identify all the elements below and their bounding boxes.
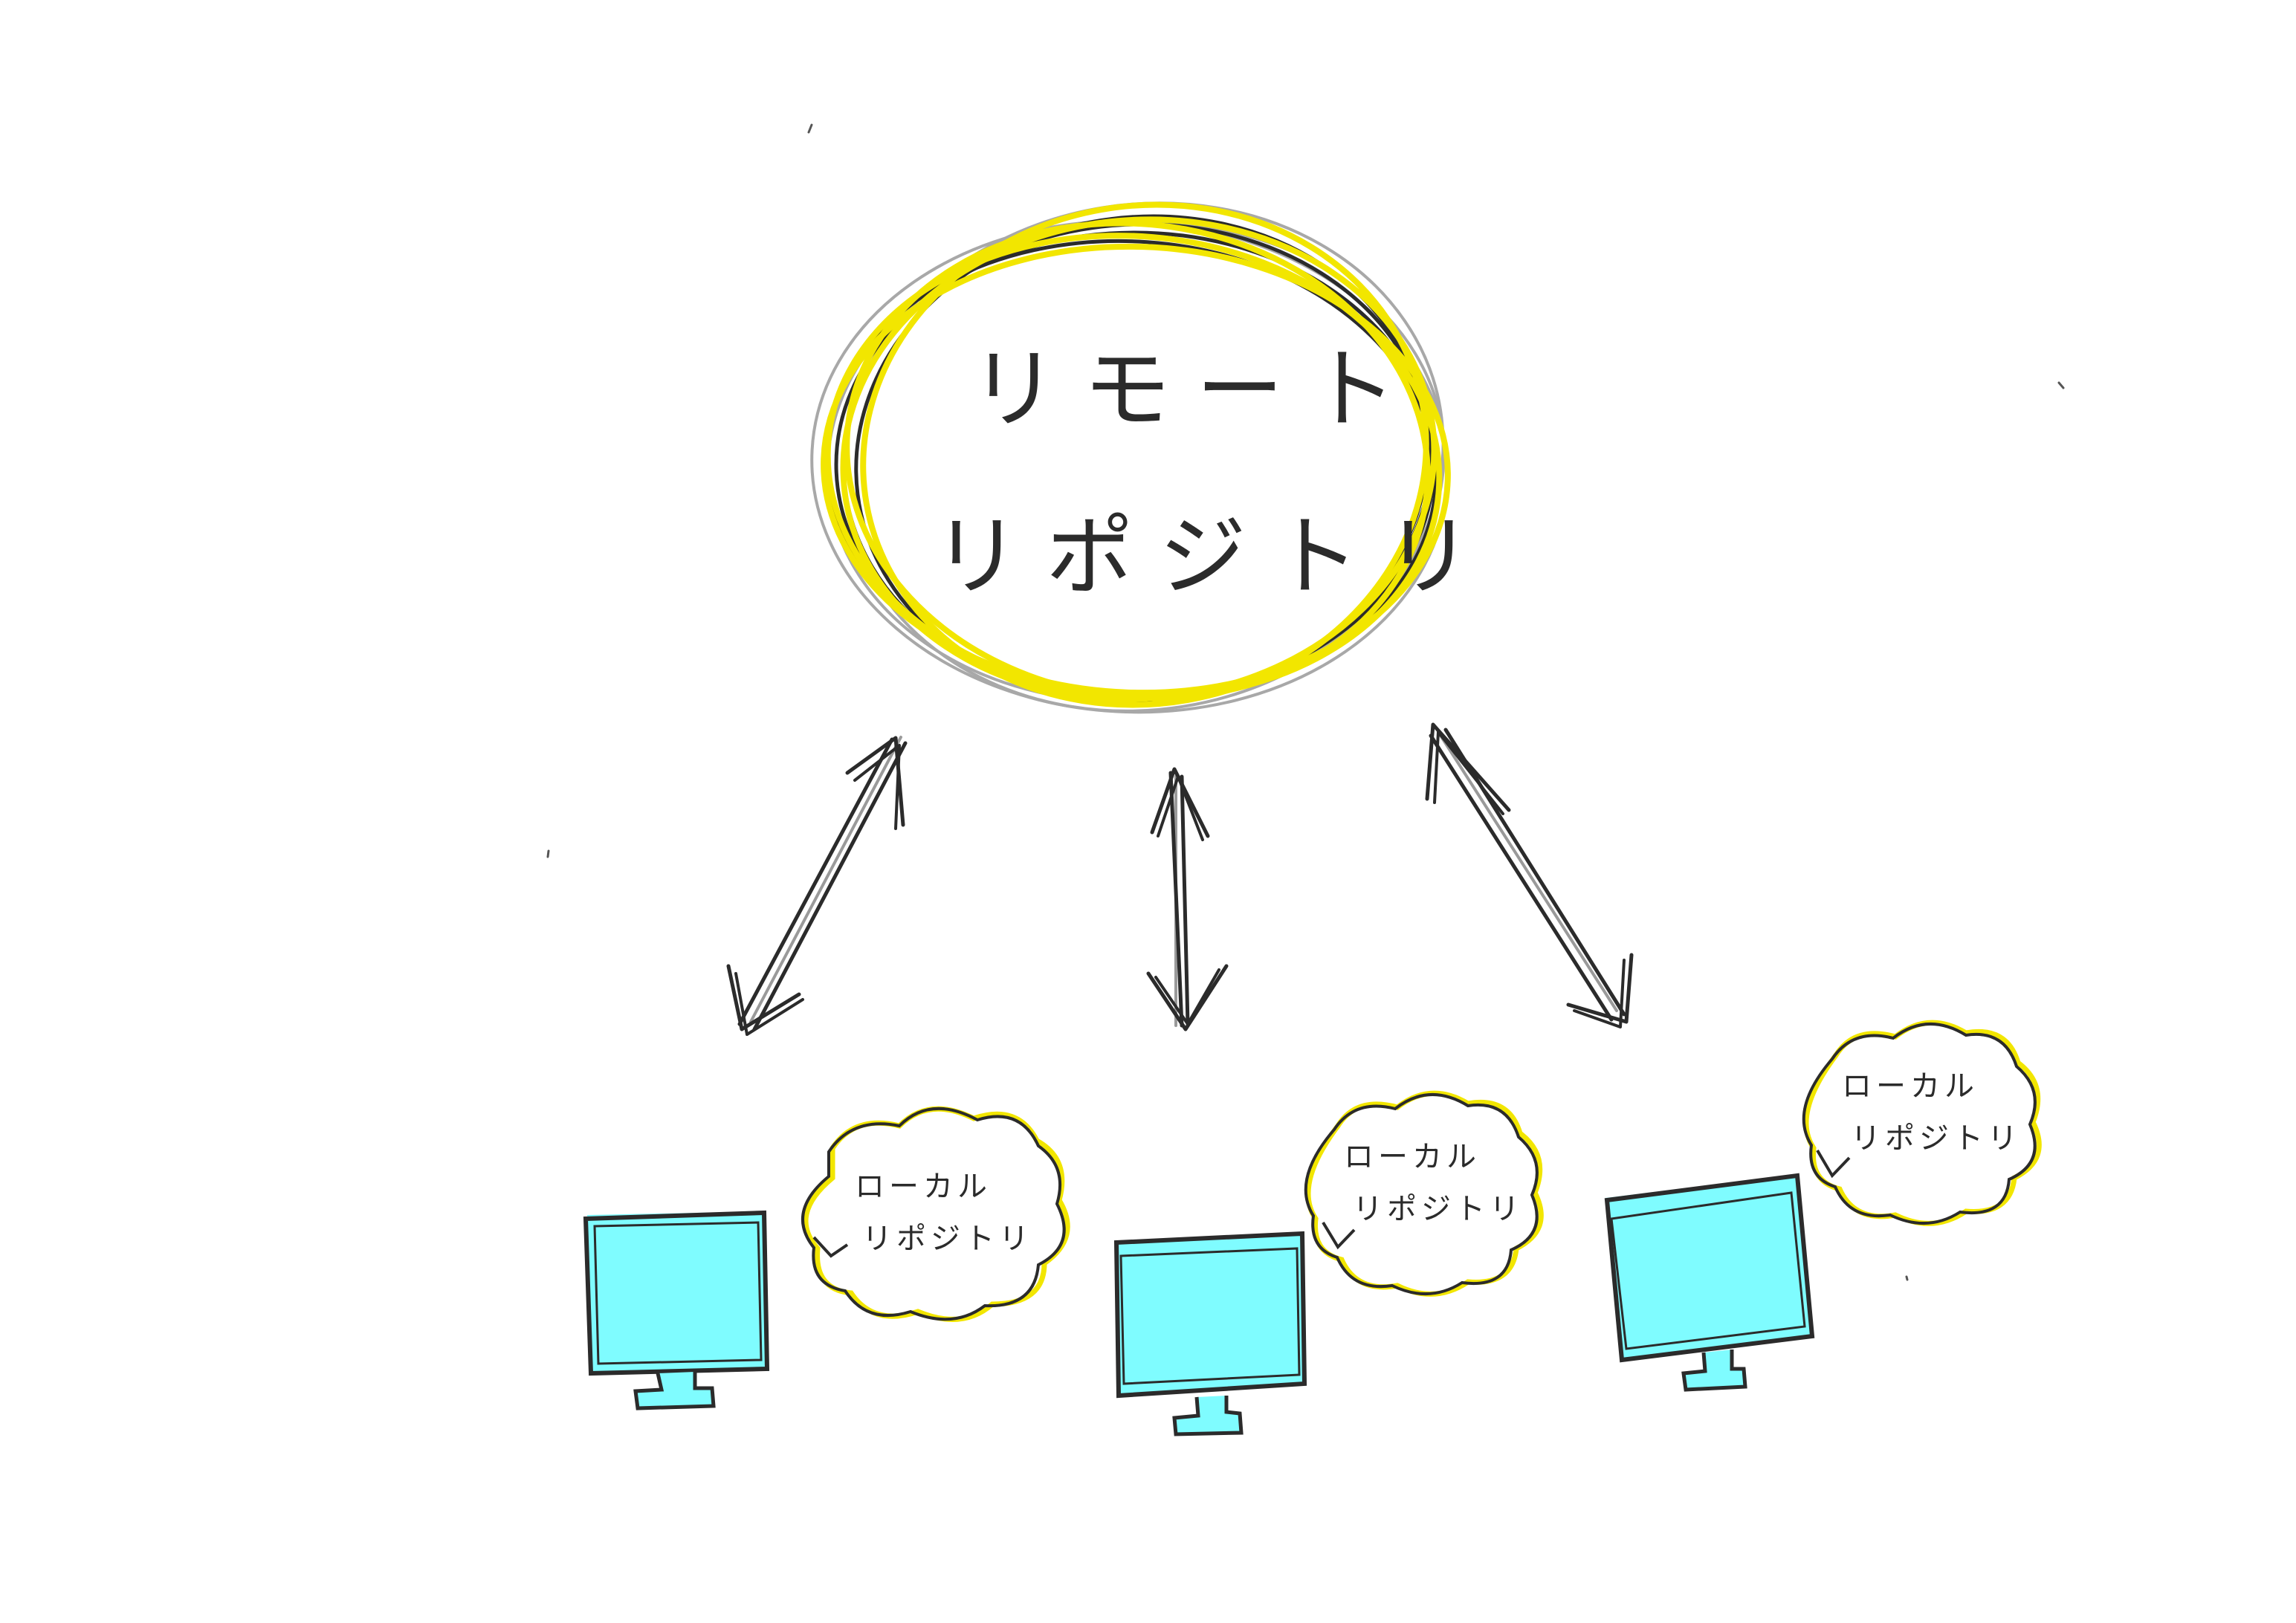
arrow-center-bidirectional	[1146, 767, 1229, 1031]
monitor-icon	[583, 1210, 770, 1410]
local-bubble-2: ローカル リポジトリ	[1304, 1090, 1544, 1297]
remote-repository-node: リモート リポジトリ	[810, 201, 1498, 714]
local-machine-3: ローカル リポジトリ	[1604, 1020, 2042, 1392]
remote-label-line1: リモート	[970, 338, 1422, 441]
local-2-label-line2: リポジトリ	[1353, 1192, 1524, 1226]
sync-arrows	[726, 722, 1634, 1036]
local-bubble-1: ローカル リポジトリ	[801, 1106, 1070, 1322]
remote-outline-yellow	[821, 201, 1451, 708]
arrow-right-bidirectional	[1425, 722, 1634, 1028]
local-machine-2: ローカル リポジトリ	[1113, 1090, 1544, 1436]
monitor-icon	[1604, 1173, 1815, 1392]
local-3-label-line2: リポジトリ	[1851, 1121, 2022, 1156]
remote-outline-ink	[824, 214, 1438, 704]
local-3-label-line1: ローカル	[1842, 1069, 1979, 1104]
local-bubble-3: ローカル リポジトリ	[1802, 1020, 2042, 1226]
monitor-icon	[1113, 1231, 1307, 1436]
arrow-left-bidirectional	[726, 736, 908, 1036]
local-machine-1: ローカル リポジトリ	[583, 1106, 1070, 1410]
remote-label-line2: リポジトリ	[933, 505, 1498, 608]
local-1-label-line2: リポジトリ	[862, 1222, 1033, 1256]
local-1-label-line1: ローカル	[855, 1170, 992, 1204]
local-2-label-line1: ローカル	[1344, 1140, 1481, 1174]
paper-specks	[546, 123, 2065, 1281]
